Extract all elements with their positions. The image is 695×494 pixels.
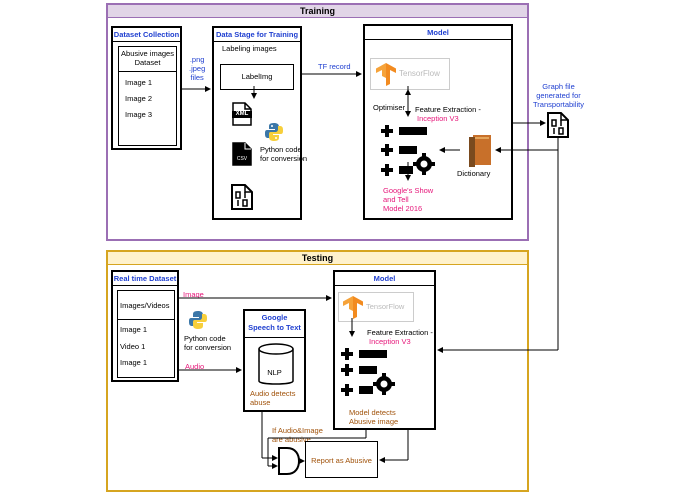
report-abusive-label: Report as Abusive <box>311 456 372 465</box>
png-jpeg-label: .png .jpeg files <box>189 55 206 82</box>
training-title: Training <box>108 5 527 18</box>
training-model-box: Model TensorFlow Optimiser Feature Extra… <box>363 24 513 220</box>
labeling-images-label: Labeling images <box>222 44 277 53</box>
dataset-collection-box: Dataset Collection Abusive images Datase… <box>111 26 182 150</box>
testing-settings-gear-icon <box>341 364 395 396</box>
graph-binary-file-icon <box>547 112 569 138</box>
testing-model-title: Model <box>335 272 434 286</box>
testing-panel: Testing <box>106 250 529 492</box>
testing-tensorflow-label: TensorFlow <box>366 302 405 311</box>
testing-add-remove-icon <box>341 348 387 360</box>
csv-label: CSV <box>236 156 248 162</box>
testing-model-box: Model TensorFlow Feature Extraction - In… <box>333 270 436 430</box>
realtime-item-1: Image 1 <box>120 325 148 334</box>
realtime-dataset-title: Real time Dataset <box>113 272 177 286</box>
realtime-inner: Images/Videos Image 1 Video 1 Image 1 <box>117 290 175 378</box>
realtime-item-2: Video 1 <box>120 342 146 351</box>
nlp-database-icon <box>258 343 294 385</box>
audio-detects-label: Audio detects abuse <box>250 389 296 407</box>
python-conversion-label: Python code for conversion <box>260 145 308 163</box>
dataset-item-1: Image 1 <box>125 78 153 87</box>
model-detects-label: Model detects Abusive image <box>349 408 399 426</box>
testing-title: Testing <box>108 252 527 265</box>
optimiser-label: Optimiser <box>373 103 406 112</box>
settings-gear-icon <box>381 144 435 176</box>
tensorflow-logo-box: TensorFlow <box>370 58 450 90</box>
realtime-header: Images/Videos <box>120 301 170 310</box>
graph-file-label: Graph file generated for Transportabilit… <box>533 82 584 109</box>
realtime-item-3: Image 1 <box>120 358 148 367</box>
show-tell-label: Google's Show and Tell Model 2016 <box>383 186 434 213</box>
audio-path-label: Audio <box>185 362 205 371</box>
speech-to-text-title: Google Speech to Text <box>245 313 304 338</box>
testing-python-label: Python code for conversion <box>184 334 232 352</box>
tf-record-label: TF record <box>318 62 351 71</box>
dictionary-book-icon <box>469 135 491 167</box>
add-remove-icon <box>381 125 427 137</box>
csv-file-icon: CSV <box>232 142 252 166</box>
binary-file-icon <box>231 184 253 210</box>
image-path-label: Image <box>183 290 204 299</box>
inception-label: Inception V3 <box>417 114 459 123</box>
testing-tensorflow-icon <box>343 296 363 319</box>
xml-file-icon: XML <box>232 102 252 126</box>
realtime-dataset-box: Real time Dataset Images/Videos Image 1 … <box>111 270 179 382</box>
tensorflow-label: TensorFlow <box>399 69 440 78</box>
dataset-header: Abusive images Dataset <box>121 49 174 67</box>
dataset-item-2: Image 2 <box>125 94 153 103</box>
report-abusive-box: Report as Abusive <box>305 441 378 478</box>
xml-label: XML <box>235 111 249 117</box>
data-stage-title: Data Stage for Training <box>214 28 300 42</box>
testing-tensorflow-box: TensorFlow <box>338 292 414 322</box>
condition-label: If Audio&Image are abusive <box>272 426 323 444</box>
dataset-inner: Abusive images Dataset Image 1 Image 2 I… <box>118 46 177 146</box>
labelimg-box: LabelImg <box>220 64 294 90</box>
speech-to-text-box: Google Speech to Text NLP Audio detects … <box>243 309 306 412</box>
testing-inception-label: Inception V3 <box>369 337 411 346</box>
testing-python-icon <box>189 311 207 329</box>
dictionary-label: Dictionary <box>457 169 491 178</box>
nlp-label: NLP <box>267 368 282 377</box>
dataset-collection-title: Dataset Collection <box>113 28 180 42</box>
data-stage-box: Data Stage for Training Labeling images … <box>212 26 307 220</box>
and-gate-icon <box>278 447 301 475</box>
tensorflow-icon <box>376 63 396 86</box>
dataset-item-3: Image 3 <box>125 110 153 119</box>
testing-feature-extraction-label: Feature Extraction - <box>367 328 433 337</box>
feature-extraction-label: Feature Extraction - <box>415 105 481 114</box>
training-model-title: Model <box>365 26 511 40</box>
labelimg-label: LabelImg <box>241 72 273 81</box>
python-icon <box>264 122 284 142</box>
training-panel: Training <box>106 3 529 241</box>
